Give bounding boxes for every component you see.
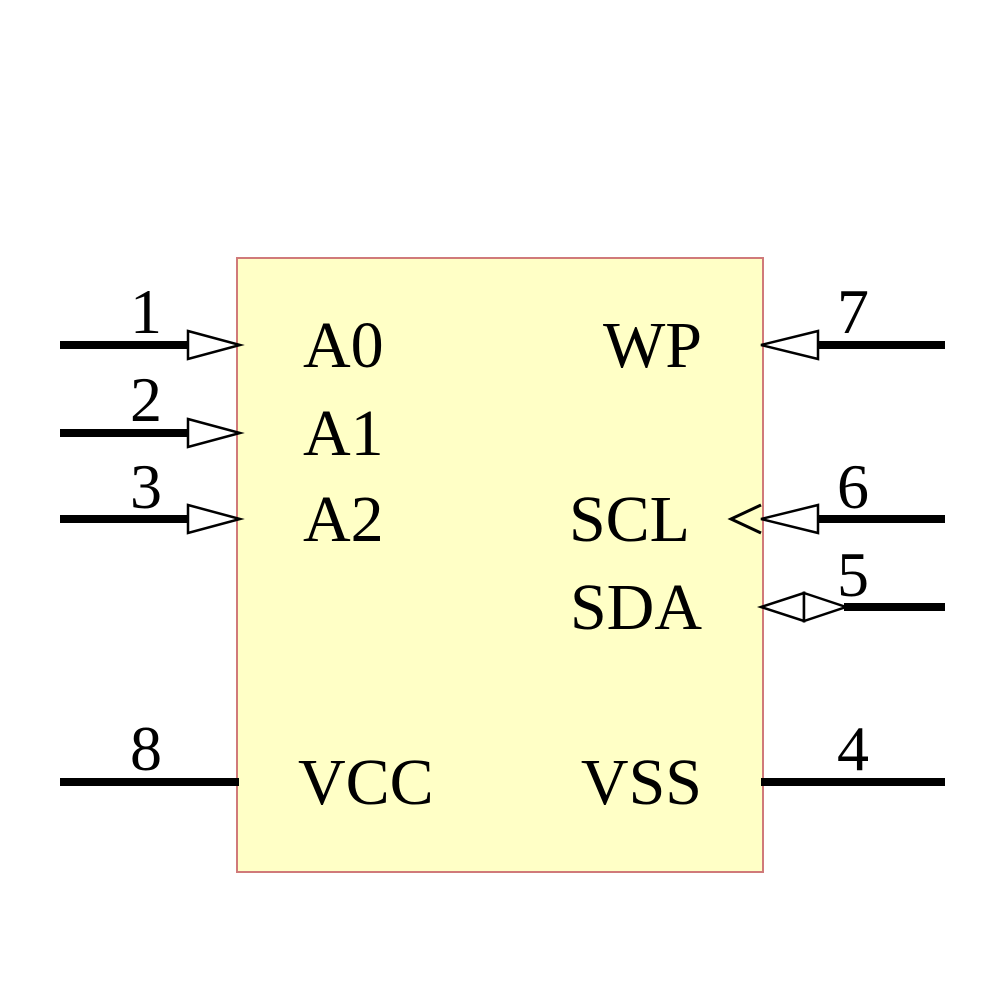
pin-4: 4 xyxy=(761,713,945,786)
pin-4-number: 4 xyxy=(837,713,869,784)
pin-7-number: 7 xyxy=(837,276,869,347)
pin-8: 8 xyxy=(60,713,239,786)
pin-3-number: 3 xyxy=(130,451,162,522)
pin-2-input-arrow-icon xyxy=(186,417,245,449)
pin-name-a2: A2 xyxy=(303,483,384,556)
pin-name-scl: SCL xyxy=(569,483,690,556)
pin-5-bidirectional-arrow-right-icon xyxy=(802,591,850,623)
pin-6-input-arrow-icon xyxy=(760,503,820,535)
pin-6-clock-icon xyxy=(727,503,762,535)
pin-name-a1: A1 xyxy=(303,397,384,470)
pin-5: 5 xyxy=(756,539,945,623)
pin-5-bidirectional-arrow-left-icon xyxy=(756,591,806,623)
pin-name-a0: A0 xyxy=(303,309,384,382)
pin-8-number: 8 xyxy=(130,713,162,784)
pin-2-number: 2 xyxy=(130,364,162,435)
component-body xyxy=(236,257,764,873)
pin-1-input-arrow-icon xyxy=(186,329,245,361)
pin-name-vcc: VCC xyxy=(298,746,434,819)
pin-name-vss: VSS xyxy=(581,746,702,819)
pin-name-wp: WP xyxy=(603,309,702,382)
pin-1: 1 xyxy=(60,276,245,361)
pin-5-number: 5 xyxy=(837,539,869,610)
pin-3-input-arrow-icon xyxy=(186,503,245,535)
pin-6-number: 6 xyxy=(837,451,869,522)
pin-name-sda: SDA xyxy=(570,571,702,644)
pin-3: 3 xyxy=(60,451,245,535)
pin-7-input-arrow-icon xyxy=(760,329,820,361)
pin-6: 6 xyxy=(727,451,945,535)
pin-1-number: 1 xyxy=(130,276,162,347)
pin-2: 2 xyxy=(60,364,245,449)
pin-7: 7 xyxy=(760,276,945,361)
